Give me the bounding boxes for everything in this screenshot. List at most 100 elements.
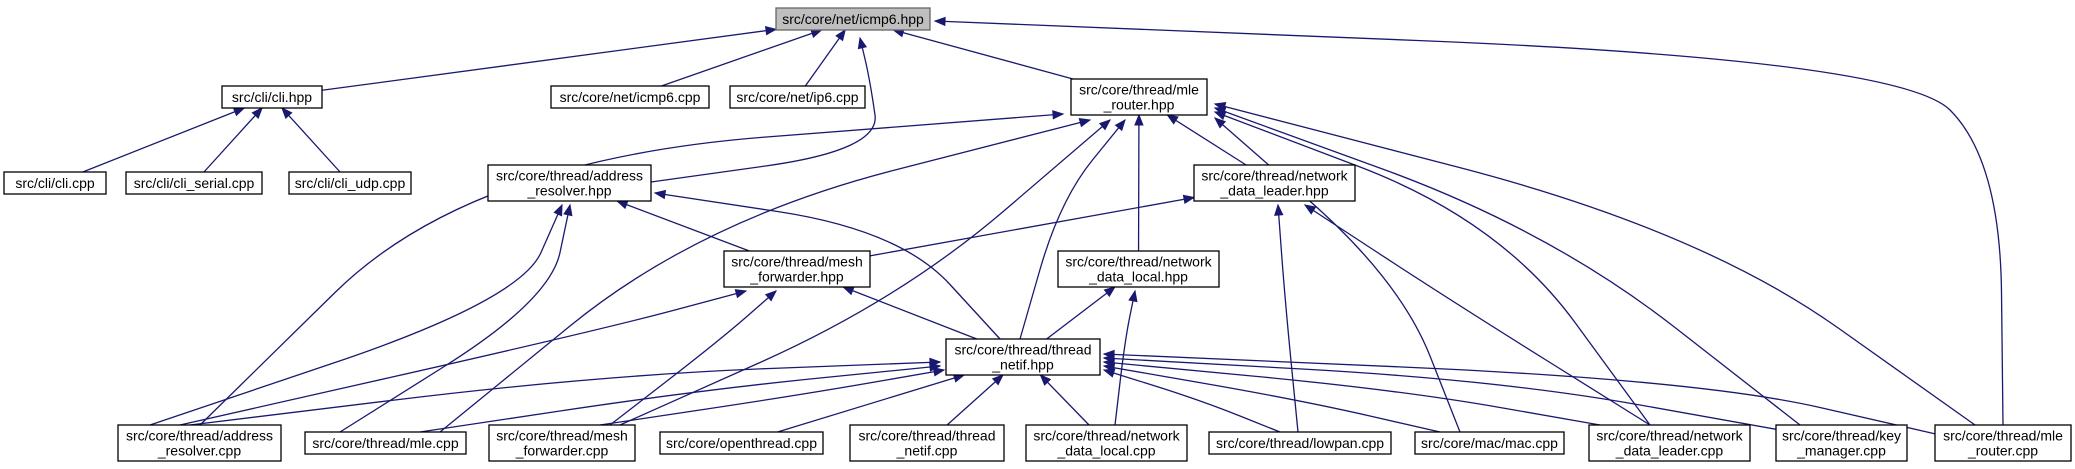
edge-address_resolver_cpp-to-thread_netif_hpp bbox=[189, 361, 941, 426]
edge-network_data_leader_cpp-to-thread_netif_hpp bbox=[1103, 361, 1601, 426]
node-label: _forwarder.hpp bbox=[749, 269, 844, 285]
edge-network_data_local_cpp-to-thread_netif_hpp bbox=[1040, 374, 1090, 426]
arrowhead-icon bbox=[1052, 110, 1065, 120]
edge-mle_router_cpp-to-icmp6_hpp bbox=[934, 20, 2004, 426]
node-mle-router-cpp[interactable]: src/core/thread/mle_router.cpp bbox=[1934, 424, 2072, 462]
node-label: src/core/thread/network bbox=[1033, 428, 1180, 444]
arrowhead-icon bbox=[563, 203, 573, 217]
node-network-data-local-cpp[interactable]: src/core/thread/network_data_local.cpp bbox=[1025, 424, 1188, 462]
node-mle-cpp[interactable]: src/core/thread/mle.cpp bbox=[304, 431, 467, 455]
node-network-data-leader-cpp[interactable]: src/core/thread/network_data_leader.cpp bbox=[1588, 424, 1751, 462]
node-key-manager-cpp[interactable]: src/core/thread/key_manager.cpp bbox=[1775, 424, 1908, 462]
node-label: _forwarder.cpp bbox=[515, 443, 609, 459]
node-mesh-forwarder-cpp[interactable]: src/core/thread/mesh_forwarder.cpp bbox=[488, 424, 636, 462]
arrowhead-icon bbox=[933, 16, 946, 27]
node-label: _netif.cpp bbox=[896, 443, 958, 459]
arrowhead-icon bbox=[1166, 114, 1179, 125]
node-box[interactable] bbox=[304, 431, 467, 455]
node-thread-netif-cpp[interactable]: src/core/thread/thread_netif.cpp bbox=[849, 424, 1005, 462]
node-mesh-forwarder-hpp[interactable]: src/core/thread/mesh_forwarder.hpp bbox=[723, 250, 871, 288]
arrowhead-icon bbox=[1098, 119, 1112, 131]
edge-network_data_leader_cpp-to-network_data_leader_hpp bbox=[1304, 204, 1651, 426]
node-label: _router.hpp bbox=[1103, 97, 1175, 113]
node-label: _data_local.cpp bbox=[1056, 443, 1155, 459]
node-box[interactable] bbox=[125, 171, 263, 195]
arrowhead-icon bbox=[810, 28, 823, 38]
node-box[interactable] bbox=[723, 250, 871, 288]
node-label: src/core/thread/network bbox=[1596, 428, 1743, 444]
edge-cli_udp_cpp-to-cli_hpp bbox=[281, 107, 341, 173]
node-label: src/cli/cli.hpp bbox=[232, 89, 312, 105]
node-mle-router-hpp[interactable]: src/core/thread/mle_router.hpp bbox=[1070, 78, 1208, 116]
node-icmp6-cpp[interactable]: src/core/net/icmp6.cpp bbox=[550, 85, 710, 109]
node-label: src/core/mac/mac.cpp bbox=[1421, 435, 1558, 451]
node-box[interactable] bbox=[488, 424, 636, 462]
node-box[interactable] bbox=[729, 85, 866, 109]
node-box[interactable] bbox=[1025, 424, 1188, 462]
node-address-resolver-cpp[interactable]: src/core/thread/address_resolver.cpp bbox=[117, 424, 282, 462]
node-box[interactable] bbox=[849, 424, 1005, 462]
node-ip6-cpp[interactable]: src/core/net/ip6.cpp bbox=[729, 85, 866, 109]
edge-mesh_forwarder_hpp-to-address_resolver_hpp bbox=[616, 200, 750, 252]
node-label: src/cli/cli_udp.cpp bbox=[295, 175, 406, 191]
node-box[interactable] bbox=[1208, 431, 1392, 455]
arrowhead-icon bbox=[553, 203, 563, 217]
edge-key_manager_cpp-to-thread_netif_hpp bbox=[1103, 357, 1781, 431]
node-box[interactable] bbox=[487, 164, 652, 202]
node-label: src/core/openthread.cpp bbox=[666, 435, 817, 451]
node-box[interactable] bbox=[117, 424, 282, 462]
node-address-resolver-hpp[interactable]: src/core/thread/address_resolver.hpp bbox=[487, 164, 652, 202]
node-cli-serial-cpp[interactable]: src/cli/cli_serial.cpp bbox=[125, 171, 263, 195]
arrowhead-icon bbox=[1182, 194, 1196, 205]
node-box[interactable] bbox=[775, 7, 931, 31]
edge-network_data_local_cpp-to-network_data_local_hpp bbox=[1114, 290, 1136, 426]
node-icmp6-hpp[interactable]: src/core/net/icmp6.hpp bbox=[775, 7, 931, 31]
arrowhead-icon bbox=[764, 290, 778, 302]
node-box[interactable] bbox=[1057, 250, 1220, 288]
node-label: src/core/thread/mesh bbox=[731, 254, 863, 270]
node-box[interactable] bbox=[288, 171, 412, 195]
edge-address_resolver_hpp-to-icmp6_hpp bbox=[650, 37, 876, 183]
node-thread-netif-hpp[interactable]: src/core/thread/thread_netif.hpp bbox=[945, 338, 1101, 376]
node-openthread-cpp[interactable]: src/core/openthread.cpp bbox=[659, 431, 824, 455]
edge-lowpan_cpp-to-thread_netif_hpp bbox=[1103, 369, 1281, 433]
node-cli-udp-cpp[interactable]: src/cli/cli_udp.cpp bbox=[288, 171, 412, 195]
edge-cli_hpp-to-icmp6_hpp bbox=[321, 28, 777, 91]
arrowhead-icon bbox=[932, 367, 946, 377]
node-box[interactable] bbox=[1414, 431, 1565, 455]
edge-mac_cpp-to-mle_router_hpp bbox=[1214, 117, 1461, 433]
arrowhead-icon bbox=[734, 289, 748, 299]
node-cli-cpp[interactable]: src/cli/cli.cpp bbox=[3, 171, 107, 195]
node-label: _data_leader.cpp bbox=[1615, 443, 1724, 459]
edge-mac_cpp-to-thread_netif_hpp bbox=[1103, 365, 1441, 433]
node-label: src/core/net/icmp6.cpp bbox=[560, 89, 701, 105]
edge-cli_serial_cpp-to-cli_hpp bbox=[203, 107, 263, 173]
node-network-data-local-hpp[interactable]: src/core/thread/network_data_local.hpp bbox=[1057, 250, 1220, 288]
edge-thread_netif_hpp-to-mesh_forwarder_hpp bbox=[842, 286, 978, 340]
arrowhead-icon bbox=[615, 200, 629, 210]
node-box[interactable] bbox=[1193, 164, 1356, 202]
node-box[interactable] bbox=[3, 171, 107, 195]
node-box[interactable] bbox=[550, 85, 710, 109]
arrowhead-icon bbox=[857, 36, 868, 50]
node-box[interactable] bbox=[221, 85, 323, 109]
node-box[interactable] bbox=[1775, 424, 1908, 462]
node-box[interactable] bbox=[1934, 424, 2072, 462]
edge-mesh_forwarder_cpp-to-thread_netif_hpp bbox=[599, 369, 945, 426]
node-mac-cpp[interactable]: src/core/mac/mac.cpp bbox=[1414, 431, 1565, 455]
node-box[interactable] bbox=[1588, 424, 1751, 462]
node-box[interactable] bbox=[659, 431, 824, 455]
node-cli-hpp[interactable]: src/cli/cli.hpp bbox=[221, 85, 323, 109]
node-label: src/core/thread/key bbox=[1782, 428, 1901, 444]
node-label: src/core/thread/address bbox=[496, 168, 643, 184]
edge-mle_router_cpp-to-mle_router_hpp bbox=[1214, 103, 1976, 426]
edge-key_manager_cpp-to-mle_router_hpp bbox=[1214, 107, 1801, 426]
node-box[interactable] bbox=[945, 338, 1101, 376]
node-label: _manager.cpp bbox=[1796, 443, 1886, 459]
node-label: _resolver.cpp bbox=[157, 443, 241, 459]
node-box[interactable] bbox=[1070, 78, 1208, 116]
edge-address_resolver_cpp-to-mesh_forwarder_hpp bbox=[179, 290, 747, 426]
node-lowpan-cpp[interactable]: src/core/thread/lowpan.cpp bbox=[1208, 431, 1392, 455]
node-network-data-leader-hpp[interactable]: src/core/thread/network_data_leader.hpp bbox=[1193, 164, 1356, 202]
nodes-layer: src/core/net/icmp6.hpp src/cli/cli.hpp src… bbox=[3, 7, 2072, 462]
